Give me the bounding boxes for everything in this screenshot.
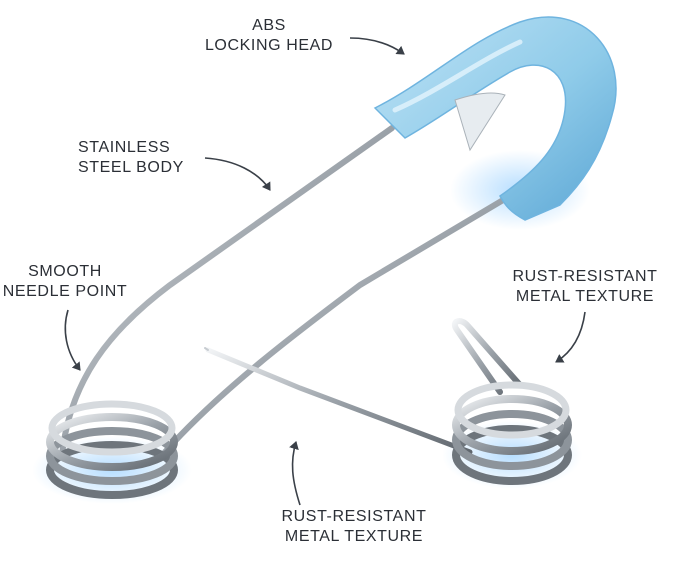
arrow-steel-body <box>205 158 270 190</box>
callout-rust-resistant-bottom: RUST-RESISTANT METAL TEXTURE <box>270 507 438 547</box>
callout-line: STAINLESS <box>78 138 184 158</box>
callout-stainless-steel-body: STAINLESS STEEL BODY <box>78 138 184 178</box>
callout-line: RUST-RESISTANT <box>505 267 665 287</box>
arrow-needle-point <box>65 310 80 370</box>
arrow-rust-bottom <box>293 442 300 505</box>
callout-line: SMOOTH <box>0 262 130 282</box>
callout-abs-locking-head: ABS LOCKING HEAD <box>200 16 338 56</box>
callout-smooth-needle-point: SMOOTH NEEDLE POINT <box>0 262 130 302</box>
arrow-rust-right <box>556 312 585 362</box>
callout-line: NEEDLE POINT <box>0 282 130 302</box>
callout-line: ABS <box>200 16 338 36</box>
right-coil-tail <box>455 321 520 392</box>
callout-line: STEEL BODY <box>78 158 184 178</box>
arrow-abs-head <box>350 38 404 54</box>
callout-line: METAL TEXTURE <box>505 287 665 307</box>
callout-line: LOCKING HEAD <box>200 36 338 56</box>
callout-line: RUST-RESISTANT <box>270 507 438 527</box>
needle-shaft <box>208 350 470 452</box>
callout-rust-resistant-right: RUST-RESISTANT METAL TEXTURE <box>505 267 665 307</box>
callout-line: METAL TEXTURE <box>270 527 438 547</box>
